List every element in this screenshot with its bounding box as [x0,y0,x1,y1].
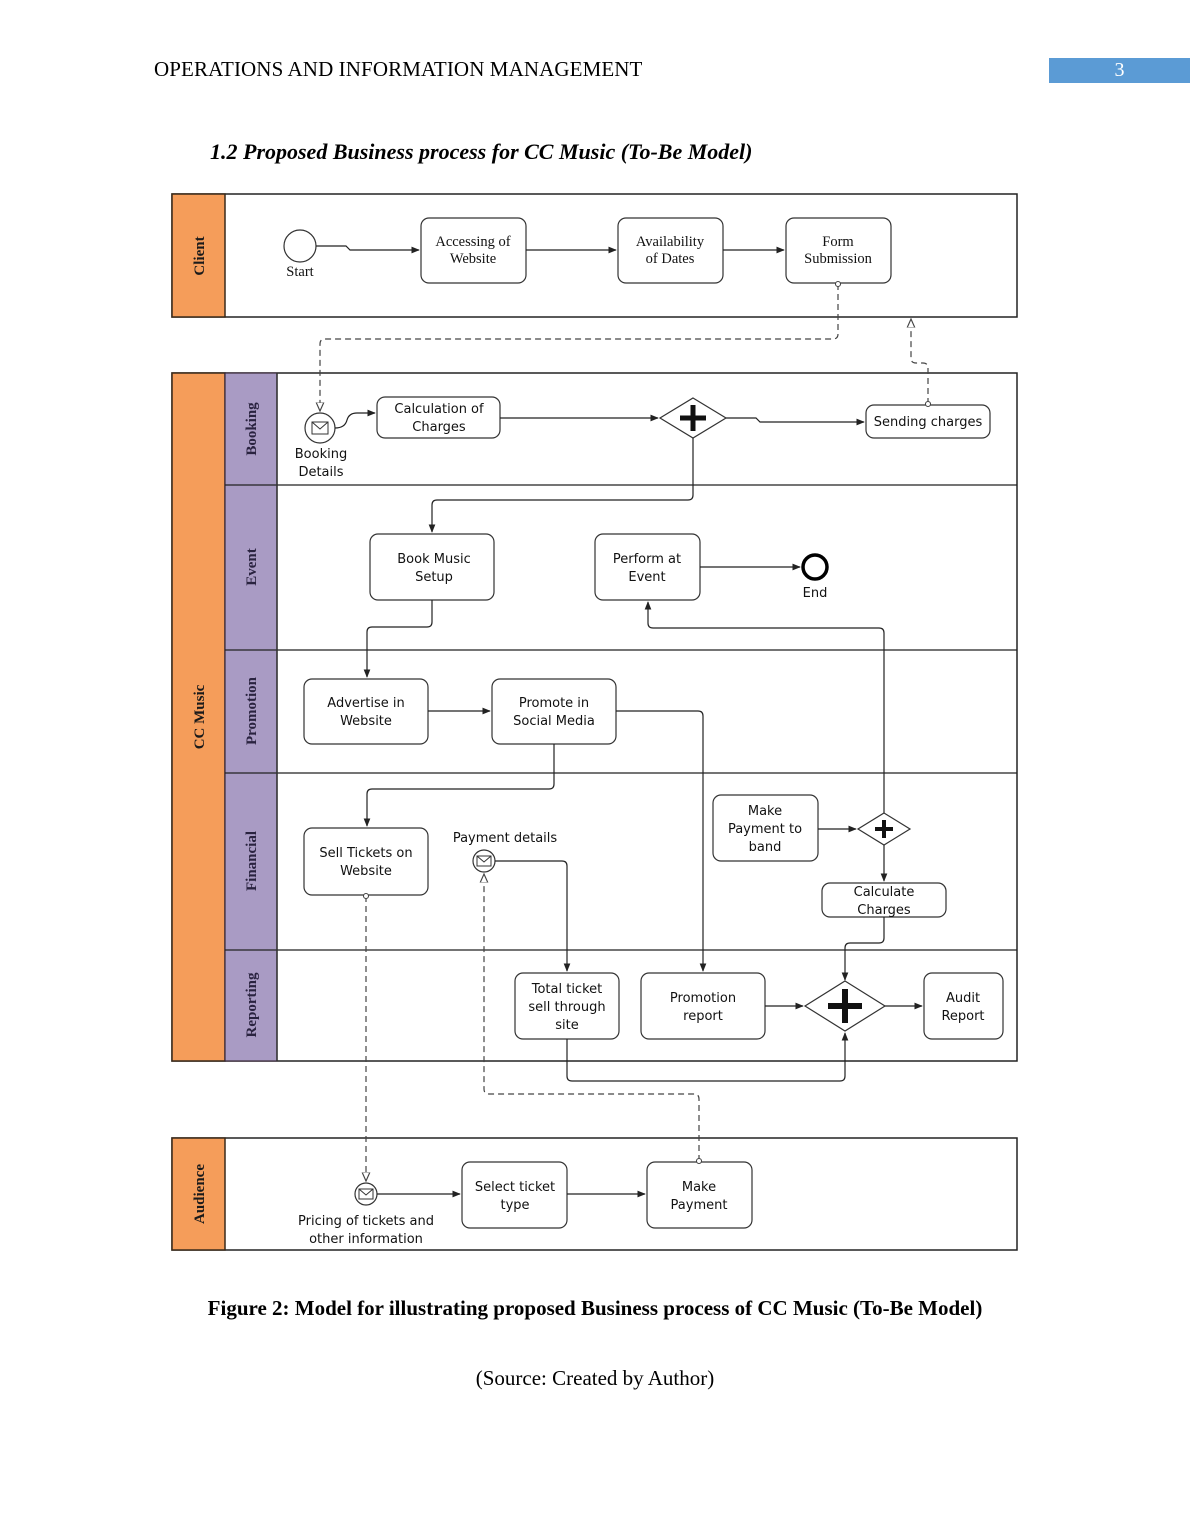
lane-label-reporting: Reporting [244,972,260,1037]
flow-booking-to-calc [334,409,376,429]
flow-setup-to-advertise [363,600,433,678]
parallel-gateway-reporting [803,980,887,1032]
flow-payment-details-to-total [495,860,571,972]
running-head: OPERATIONS AND INFORMATION MANAGEMENT [154,57,643,81]
pool-label-client: Client [192,236,208,275]
flow-start-to-accessing [316,245,420,254]
pool-label-audience: Audience [192,1164,208,1224]
flow-calc-to-report-gateway [841,917,885,981]
flow-promote-to-promo-report [616,710,707,972]
flow-gateway-to-sending [726,417,865,426]
flow-gateway-to-book-setup [428,438,694,533]
page-number: 3 [1049,58,1190,83]
lane-label-financial: Financial [244,831,260,891]
figure-source: (Source: Created by Author) [475,1366,715,1390]
envelope-icon [476,855,492,867]
message-flow-form-to-booking [320,284,838,411]
task-sending-charges: Sending charges [865,404,991,439]
end-event: End [801,553,829,601]
message-flow-payment-to-details [484,874,699,1161]
svg-text:Payment details: Payment details [453,831,558,846]
svg-text:Sending charges: Sending charges [874,415,983,430]
lane-label-booking: Booking [244,402,260,456]
section-title: 1.2 Proposed Business process for CC Mus… [210,139,753,164]
end-label: End [803,586,828,601]
parallel-gateway-financial [856,812,912,846]
envelope-icon [358,1188,374,1200]
flow-promote-to-sell [363,744,555,827]
lane-label-event: Event [244,548,260,586]
figure-caption: Figure 2: Model for illustrating propose… [207,1296,983,1320]
flow-fin-gateway-to-perform [644,601,885,815]
lane-label-promotion: Promotion [244,676,260,745]
pool-label-cc-music: CC Music [192,684,208,749]
start-label: Start [286,264,313,280]
start-event: Start [283,229,317,280]
